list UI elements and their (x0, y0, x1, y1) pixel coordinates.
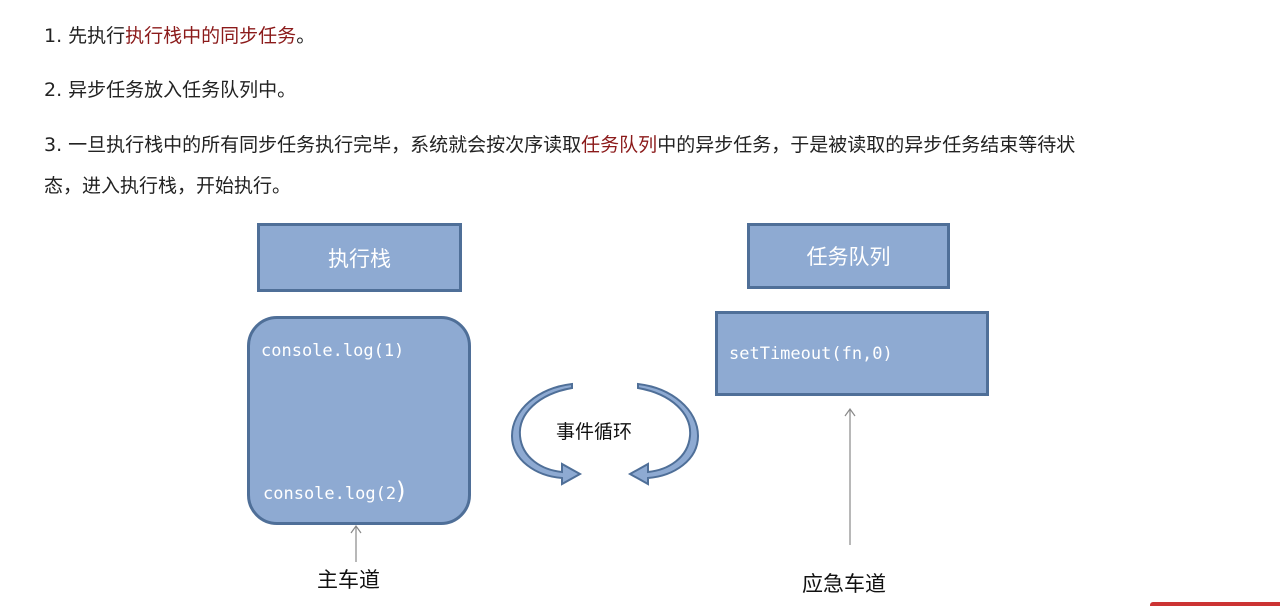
corner-accent-bar (1150, 602, 1280, 606)
queue-code-line: setTimeout(fn,0) (729, 344, 893, 364)
main-lane-caption: 主车道 (317, 568, 380, 592)
task-queue-box (715, 311, 989, 396)
event-loop-arrows-icon (510, 382, 700, 486)
step-1-highlight: 执行栈中的同步任务 (125, 25, 297, 47)
step-3-suffix: 中的异步任务，于是被读取的异步任务结束等待状 (657, 134, 1076, 156)
execution-stack-title: 执行栈 (257, 223, 462, 292)
event-loop-right-arrow (627, 382, 700, 486)
execution-stack-box (247, 316, 471, 525)
task-queue-title: 任务队列 (747, 223, 950, 289)
step-2-text: 2. 异步任务放入任务队列中。 (44, 79, 297, 101)
emergency-lane-up-arrow-icon (844, 407, 856, 545)
step-3-highlight: 任务队列 (581, 134, 658, 156)
event-loop-left-arrow (510, 382, 583, 486)
stack-code-line-2-paren: ) (396, 477, 406, 505)
main-lane-up-arrow-icon (350, 524, 362, 562)
stack-code-line-2-body: console.log(2 (263, 484, 397, 504)
step-1-text: 1. 先执行执行栈中的同步任务。 (44, 18, 315, 54)
step-1-suffix: 。 (296, 25, 316, 47)
step-3-text: 3. 一旦执行栈中的所有同步任务执行完毕，系统就会按次序读取任务队列中的异步任务… (44, 127, 1075, 163)
step-3-continuation: 态，进入执行栈，开始执行。 (44, 175, 292, 197)
event-loop-label: 事件循环 (556, 421, 633, 443)
step-3-prefix: 3. 一旦执行栈中的所有同步任务执行完毕，系统就会按次序读取 (44, 134, 582, 156)
stack-code-line-2: console.log(2) (263, 477, 405, 505)
stack-code-line-1: console.log(1) (261, 341, 405, 361)
step-1-prefix: 1. 先执行 (44, 25, 126, 47)
emergency-lane-caption: 应急车道 (802, 572, 886, 596)
